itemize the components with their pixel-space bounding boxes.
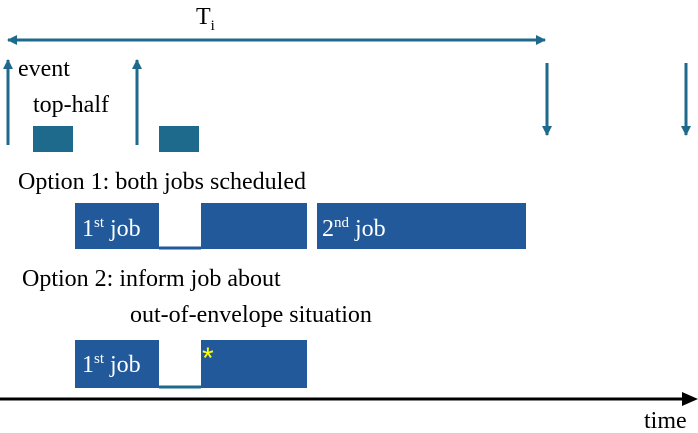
option1-job2-block [317, 203, 526, 249]
interval-subscript: i [211, 18, 215, 34]
option1-label: Option 1: both jobs scheduled [18, 169, 306, 195]
time-axis-arrowhead [682, 392, 698, 406]
option2-job1-word: job [104, 352, 141, 378]
option1-job2-number: 2 [322, 216, 334, 242]
option1-job1-number: 1 [82, 216, 94, 242]
option1-job2-word: job [349, 216, 386, 242]
option2-job1-block-right [201, 340, 307, 388]
top-half-block-2 [159, 126, 199, 152]
interval-label: Ti [196, 4, 215, 34]
option1-job1-superscript: st [94, 215, 105, 231]
option2-label-line1: Option 2: inform job about [22, 266, 281, 292]
option2-job1-number: 1 [82, 352, 94, 378]
time-label: time [644, 408, 687, 433]
option1-job1-word: job [104, 216, 141, 242]
option1-job1-block-right [201, 203, 307, 249]
option2-job1-label: 1st job [82, 351, 141, 378]
option1-job2-superscript: nd [334, 215, 350, 231]
top-half-label: top-half [33, 92, 109, 118]
option1-job1-block-left [75, 203, 159, 249]
option1-job1-label: 1st job [82, 215, 141, 242]
event-label: event [18, 56, 70, 82]
option1-job2-label: 2nd job [322, 215, 386, 242]
option2-job1-superscript: st [94, 351, 105, 367]
option2-label-line2: out-of-envelope situation [130, 302, 372, 328]
option2-marker: * [202, 342, 214, 375]
interval-symbol: T [196, 4, 211, 30]
option2-job1-block-left [75, 340, 159, 388]
top-half-block-1 [33, 126, 73, 152]
